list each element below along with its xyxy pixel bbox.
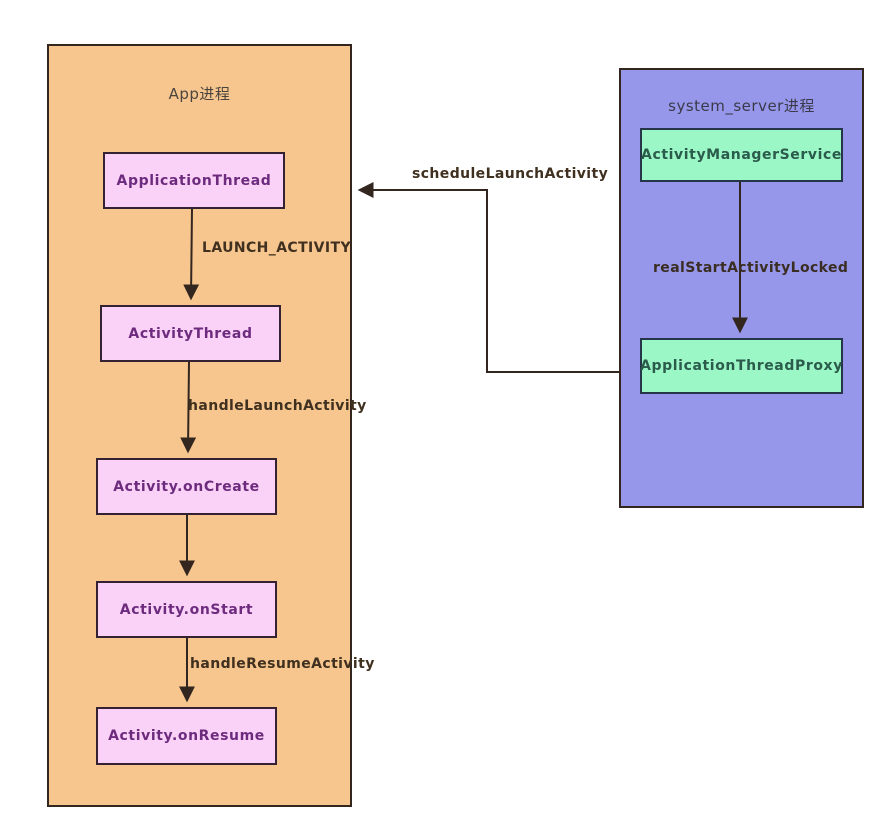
- edge-label-schedule-launch-activity: scheduleLaunchActivity: [412, 166, 609, 182]
- edge-label-handle-resume-activity: handleResumeActivity: [190, 656, 375, 672]
- node-activity-manager-service: ActivityManagerService: [640, 128, 843, 182]
- node-application-thread-proxy: ApplicationThreadProxy: [640, 338, 843, 394]
- system-server-process-title: system_server进程: [668, 97, 815, 115]
- edge-label-handle-launch-activity: handleLaunchActivity: [188, 398, 367, 414]
- node-activity-onresume: Activity.onResume: [96, 707, 277, 765]
- node-activity-thread: ActivityThread: [100, 305, 281, 362]
- node-activity-oncreate: Activity.onCreate: [96, 458, 277, 515]
- node-application-thread: ApplicationThread: [103, 152, 285, 209]
- edge-atproxy-to-applicationthread: [357, 182, 619, 373]
- edge-label-real-start-activity-locked: realStartActivityLocked: [653, 260, 849, 276]
- edge-label-launch-activity: LAUNCH_ACTIVITY: [202, 240, 352, 256]
- node-activity-onstart: Activity.onStart: [96, 581, 277, 638]
- app-process-title: App进程: [168, 85, 231, 103]
